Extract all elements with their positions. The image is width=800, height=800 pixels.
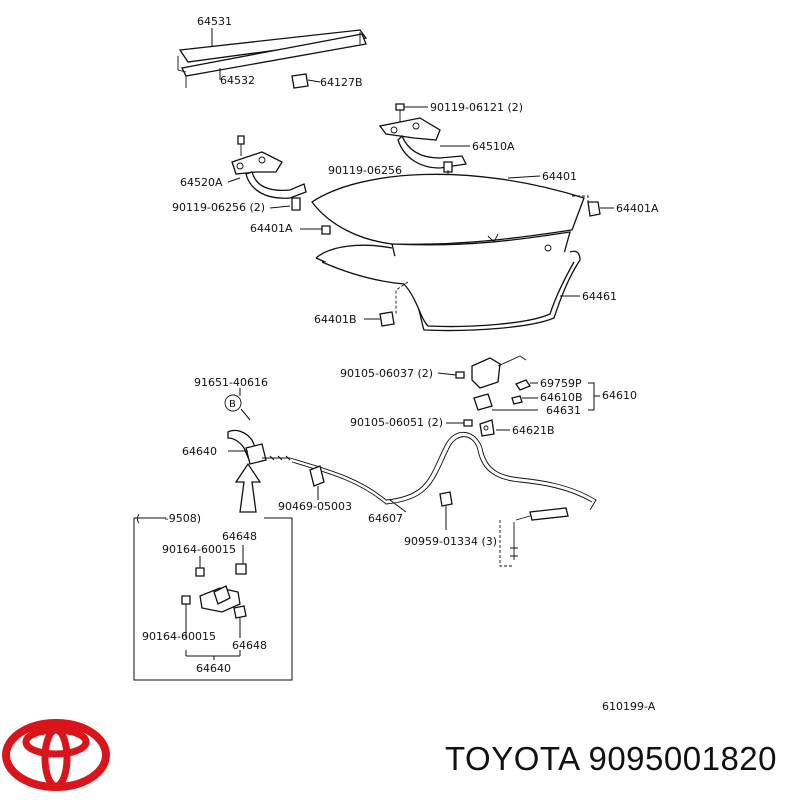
label-64401: 64401: [542, 170, 577, 183]
label-90164-60015-bottom: 90164-60015: [142, 630, 216, 643]
clip-64127b: [291, 73, 309, 89]
label-64401a-left: 64401A: [250, 222, 293, 235]
lock-assembly: [455, 355, 531, 437]
label-64127b: 64127B: [320, 76, 363, 89]
label-inset-period: ( -9508): [136, 512, 201, 525]
inset-frame: [133, 517, 293, 681]
label-b: B: [229, 399, 236, 410]
label-64640-main: 64640: [182, 445, 217, 458]
weatherstrip: [315, 244, 581, 332]
label-64610b: 64610B: [540, 391, 583, 404]
label-64401b: 64401B: [314, 313, 357, 326]
toyota-logo-icon: [2, 719, 110, 791]
hinge-left: [231, 135, 307, 211]
label-64648-top: 64648: [222, 530, 257, 543]
hinge-right: [378, 103, 467, 173]
label-90105-06051: 90105-06051 (2): [350, 416, 443, 429]
label-90119-06256-2: 90119-06256 (2): [172, 201, 265, 214]
label-90105-06037: 90105-06037 (2): [340, 367, 433, 380]
inset-release-lever: [181, 563, 247, 619]
label-64621b: 64621B: [512, 424, 555, 437]
label-64520a: 64520A: [180, 176, 223, 189]
release-lever: [227, 429, 267, 465]
label-64631: 64631: [546, 404, 581, 417]
label-64640-inset: 64640: [196, 662, 231, 675]
label-90469-05003: 90469-05003: [278, 500, 352, 513]
cushion-left: [321, 225, 331, 235]
label-69759p: 69759P: [540, 377, 582, 390]
release-cable: [289, 432, 597, 511]
label-64532: 64532: [220, 74, 255, 87]
label-64531: 64531: [197, 15, 232, 28]
cushion-right: [587, 201, 601, 217]
label-90164-60015-top: 90164-60015: [162, 543, 236, 556]
label-90119-06121: 90119-06121 (2): [430, 101, 523, 114]
stopper-64401b: [379, 311, 395, 327]
label-64461: 64461: [582, 290, 617, 303]
label-64607: 64607: [368, 512, 403, 525]
brand-part-number: TOYOTA 9095001820: [445, 740, 778, 777]
torsion-bar-rods: [177, 29, 368, 88]
direction-arrow: [234, 462, 262, 513]
label-64401a-right: 64401A: [616, 202, 659, 215]
diagram-code: 610199-A: [602, 700, 656, 713]
label-64610: 64610: [602, 389, 637, 402]
label-90959-01334: 90959-01334 (3): [404, 535, 497, 548]
ref-b-circle: [224, 394, 242, 412]
label-90119-06256-top: 90119-06256: [328, 164, 402, 177]
label-64510a: 64510A: [472, 140, 515, 153]
label-64648-bottom: 64648: [232, 639, 267, 652]
label-91651-40616: 91651-40616: [194, 376, 268, 389]
